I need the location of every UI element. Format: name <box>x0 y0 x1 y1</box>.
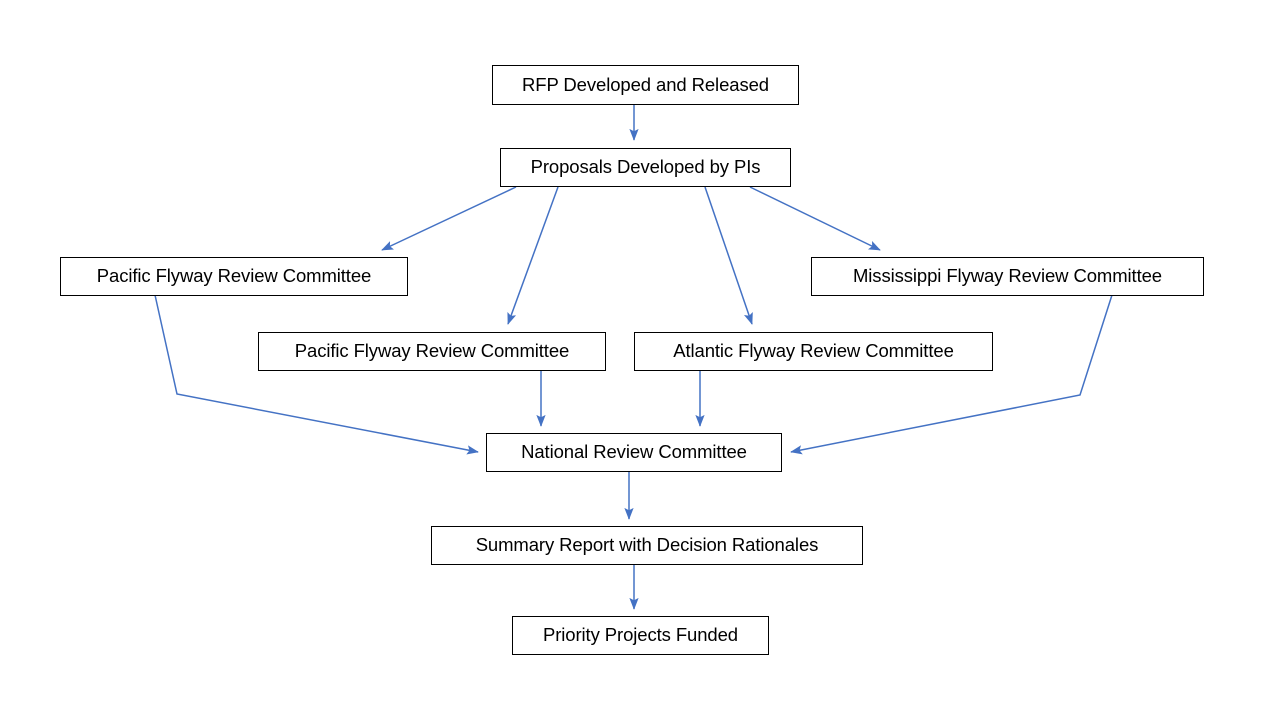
node-label: Summary Report with Decision Rationales <box>475 534 819 556</box>
edge-pacific-left-to-national <box>154 294 479 455</box>
node-rfp-developed-and-released[interactable]: RFP Developed and Released <box>492 65 799 105</box>
edge-proposals-to-atlantic <box>704 186 753 325</box>
node-label: RFP Developed and Released <box>522 73 769 95</box>
edge-proposals-to-pacific-mid <box>507 186 559 325</box>
node-proposals-developed-by-pis[interactable]: Proposals Developed by PIs <box>500 148 791 187</box>
node-pacific-flyway-review-committee-left[interactable]: Pacific Flyway Review Committee <box>60 257 408 296</box>
node-label: Atlantic Flyway Review Committee <box>673 340 954 362</box>
edge-mississippi-to-national <box>790 294 1113 455</box>
node-pacific-flyway-review-committee-mid[interactable]: Pacific Flyway Review Committee <box>258 332 606 371</box>
node-label: Mississippi Flyway Review Committee <box>852 265 1162 287</box>
node-priority-projects-funded[interactable]: Priority Projects Funded <box>512 616 769 655</box>
node-label: National Review Committee <box>521 441 747 463</box>
node-label: Pacific Flyway Review Committee <box>96 265 372 287</box>
node-label: Priority Projects Funded <box>542 624 738 646</box>
node-atlantic-flyway-review-committee[interactable]: Atlantic Flyway Review Committee <box>634 332 993 371</box>
node-mississippi-flyway-review-committee[interactable]: Mississippi Flyway Review Committee <box>811 257 1204 296</box>
node-label: Pacific Flyway Review Committee <box>294 340 570 362</box>
node-national-review-committee[interactable]: National Review Committee <box>486 433 782 472</box>
edge-proposals-to-mississippi <box>749 186 881 251</box>
node-summary-report-with-decision-rationales[interactable]: Summary Report with Decision Rationales <box>431 526 863 565</box>
node-label: Proposals Developed by PIs <box>530 156 761 178</box>
edge-proposals-to-pacific-left <box>381 186 517 251</box>
